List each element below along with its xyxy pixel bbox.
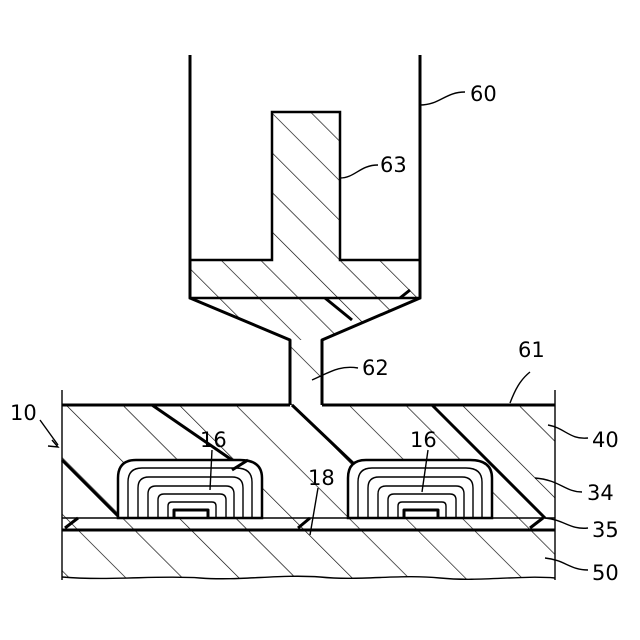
- label-40: 40: [592, 428, 619, 452]
- bump-16-left: [118, 460, 262, 518]
- device-body: [60, 300, 560, 590]
- label-18: 18: [308, 466, 335, 490]
- label-61: 61: [518, 338, 545, 362]
- label-16-left: 16: [200, 428, 227, 452]
- label-35: 35: [592, 518, 619, 542]
- label-16-right: 16: [410, 428, 437, 452]
- bump-16-right: [348, 460, 492, 518]
- label-60: 60: [470, 82, 497, 106]
- electrode-base: [190, 112, 420, 298]
- label-34: 34: [587, 481, 614, 505]
- label-62: 62: [362, 356, 389, 380]
- label-10: 10: [10, 401, 37, 425]
- label-50: 50: [592, 561, 619, 585]
- label-63: 63: [380, 153, 407, 177]
